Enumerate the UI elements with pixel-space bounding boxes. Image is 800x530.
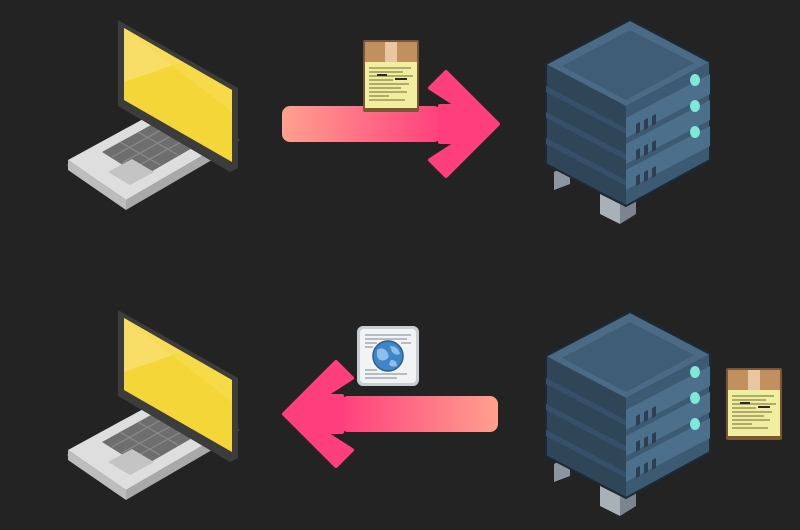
response-arrow bbox=[282, 360, 498, 468]
request-row bbox=[65, 19, 711, 225]
laptop-icon bbox=[65, 19, 241, 211]
web-page-globe-icon bbox=[356, 325, 420, 387]
server-icon bbox=[545, 19, 711, 225]
package-document-icon bbox=[362, 39, 420, 113]
server-icon bbox=[545, 311, 711, 517]
response-row bbox=[65, 309, 783, 517]
laptop-icon bbox=[65, 309, 241, 501]
package-document-icon bbox=[725, 367, 783, 441]
request-arrow bbox=[282, 70, 500, 178]
